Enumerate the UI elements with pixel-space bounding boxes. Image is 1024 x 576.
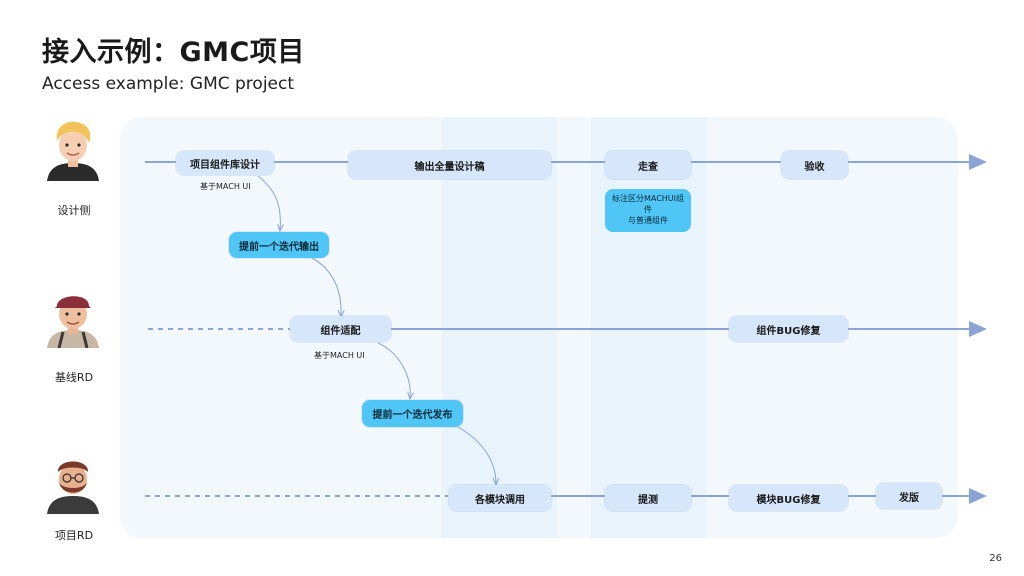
page-number: 26: [989, 553, 1002, 564]
page-subtitle: Access example: GMC project: [42, 74, 295, 94]
designer-avatar: [47, 121, 99, 181]
phase-band-2: [591, 117, 706, 538]
connector-release-to-invoke: [457, 426, 496, 484]
role-project: 项目RD: [54, 529, 94, 542]
early-release-box: 提前一个迭代发布: [362, 400, 463, 427]
connector-adapt-to-release: [377, 342, 410, 398]
review-note-line-1: 标注区分MACHUI组件: [611, 194, 685, 215]
adapt-box: 组件适配: [290, 316, 391, 342]
connector-design-to-early: [257, 175, 280, 230]
review-note-line-2: 与普通组件: [628, 215, 668, 225]
component-bugfix-box: 组件BUG修复: [729, 316, 848, 342]
module-bugfix-box: 模块BUG修复: [729, 485, 848, 511]
phase-band-1: [442, 117, 557, 538]
page-title: 接入示例：GMC项目: [42, 37, 305, 68]
release-box: 发版: [876, 483, 942, 509]
output-full-box: 输出全量设计稿: [348, 151, 551, 179]
lib-design-note: 基于MACH UI: [200, 182, 251, 191]
accept-box: 验收: [781, 151, 848, 179]
test-box: 提测: [605, 485, 691, 511]
review-annotation-note: 标注区分MACHUI组件与普通组件: [605, 189, 691, 232]
project-rd-avatar: [47, 461, 99, 514]
connector-early-to-adapt: [311, 257, 341, 316]
review-box: 走查: [605, 151, 691, 179]
early-output-box: 提前一个迭代输出: [229, 232, 329, 258]
role-design: 设计侧: [57, 204, 91, 217]
lib-design-box: 项目组件库设计: [176, 151, 274, 175]
adapt-note: 基于MACH UI: [314, 351, 365, 360]
baseline-rd-avatar: [47, 296, 99, 348]
invoke-box: 各模块调用: [449, 485, 551, 511]
role-baseline: 基线RD: [54, 371, 94, 384]
